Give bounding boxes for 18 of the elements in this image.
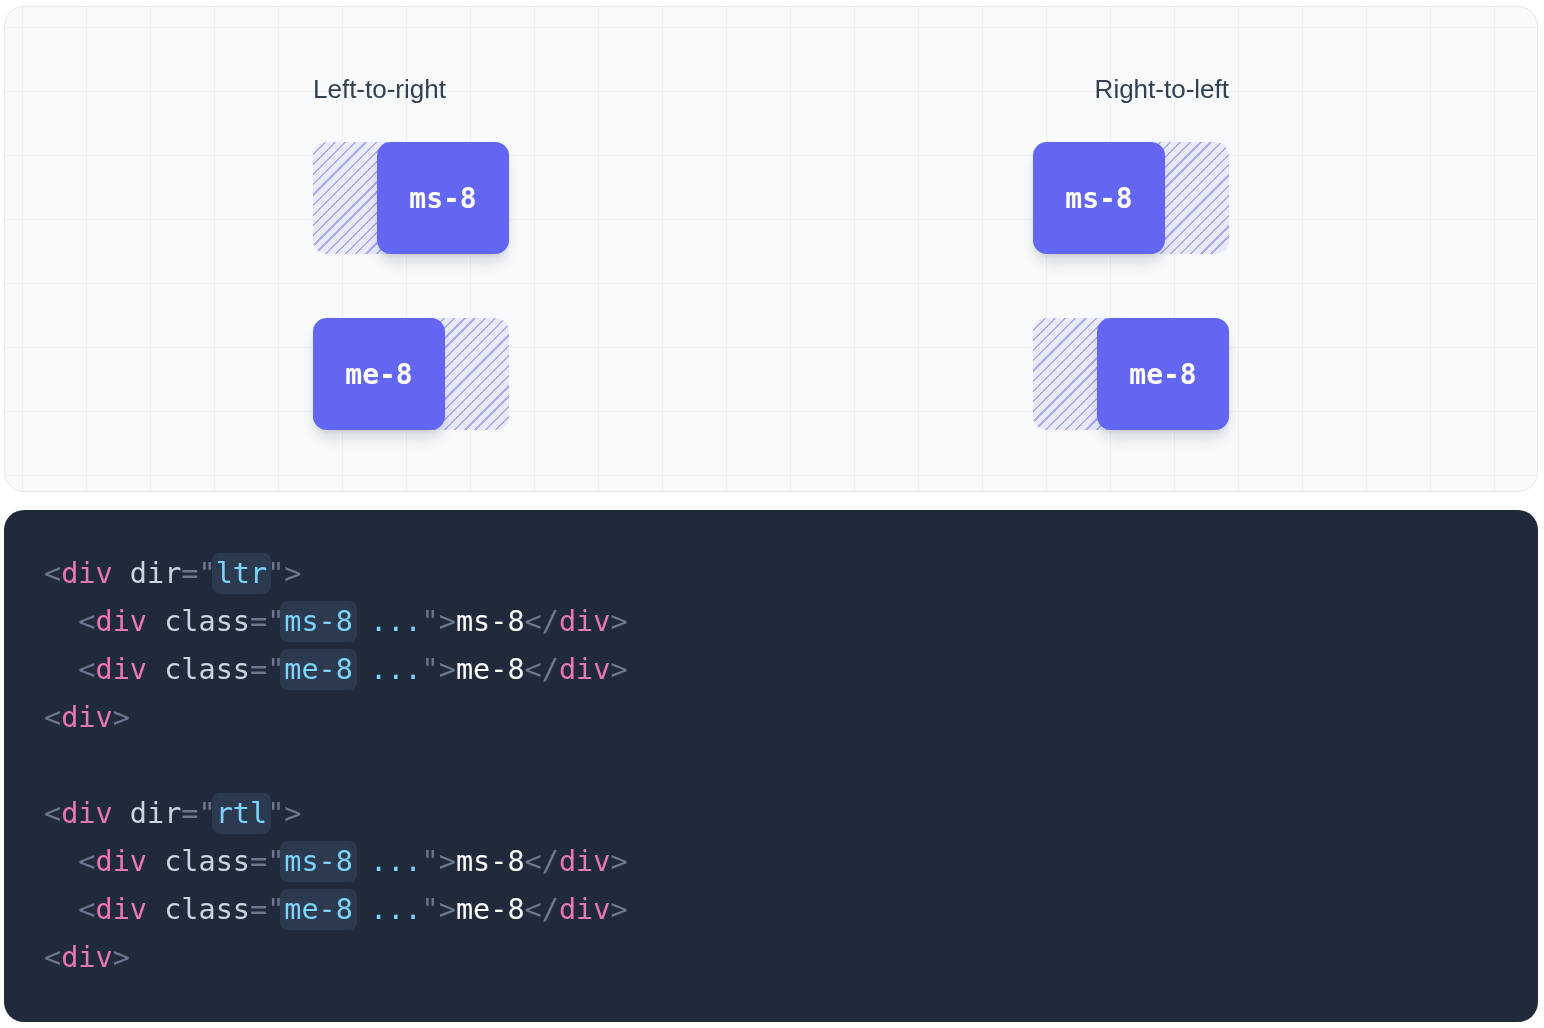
code-line: <div class="ms-8 ...">ms-8</div> (77, 604, 628, 640)
code-line: <div dir="rtl"> (44, 796, 302, 832)
code-line: <div> (44, 940, 130, 976)
column-heading: Right-to-left (1094, 74, 1229, 106)
column-heading: Left-to-right (313, 74, 446, 106)
hatched-margin (1165, 142, 1229, 254)
code-line: <div dir="ltr"> (44, 556, 302, 592)
code-line: <div class="ms-8 ...">ms-8</div> (77, 844, 628, 880)
code-line: <div class="me-8 ...">me-8</div> (77, 652, 628, 688)
hatched-margin (445, 318, 509, 430)
code-line: <div class="me-8 ...">me-8</div> (77, 892, 628, 928)
element-box: me-8 (313, 318, 445, 430)
element-box: ms-8 (377, 142, 509, 254)
hatched-margin (313, 142, 377, 254)
element-box: me-8 (1097, 318, 1229, 430)
element-box: ms-8 (1033, 142, 1165, 254)
code-line: <div> (44, 700, 130, 736)
hatched-margin (1033, 318, 1097, 430)
